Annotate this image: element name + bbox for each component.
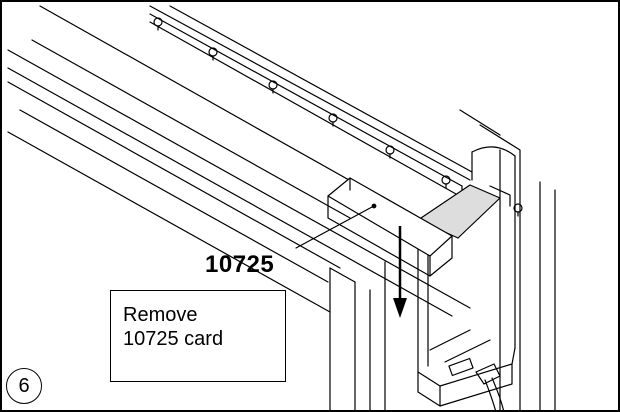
window-frame bbox=[7, 5, 556, 412]
curtain-rail bbox=[149, 5, 523, 217]
step-number-badge: 6 bbox=[6, 368, 42, 404]
motor-unit bbox=[417, 146, 516, 412]
card-block bbox=[327, 177, 453, 277]
rail-carrier bbox=[513, 203, 523, 217]
rail-carrier bbox=[385, 145, 395, 159]
down-arrow-icon bbox=[393, 226, 407, 318]
rail-carrier bbox=[268, 80, 278, 94]
instruction-callout: Remove 10725 card bbox=[110, 290, 286, 382]
instruction-line: 10725 card bbox=[123, 328, 224, 350]
instruction-line: Remove bbox=[123, 304, 198, 326]
rail-carrier bbox=[441, 175, 451, 189]
rail-carrier bbox=[208, 47, 218, 61]
leader-line bbox=[295, 203, 377, 249]
rail-carrier bbox=[153, 17, 163, 31]
rail-carrier bbox=[328, 113, 338, 127]
part-number-label: 10725 bbox=[205, 251, 275, 278]
